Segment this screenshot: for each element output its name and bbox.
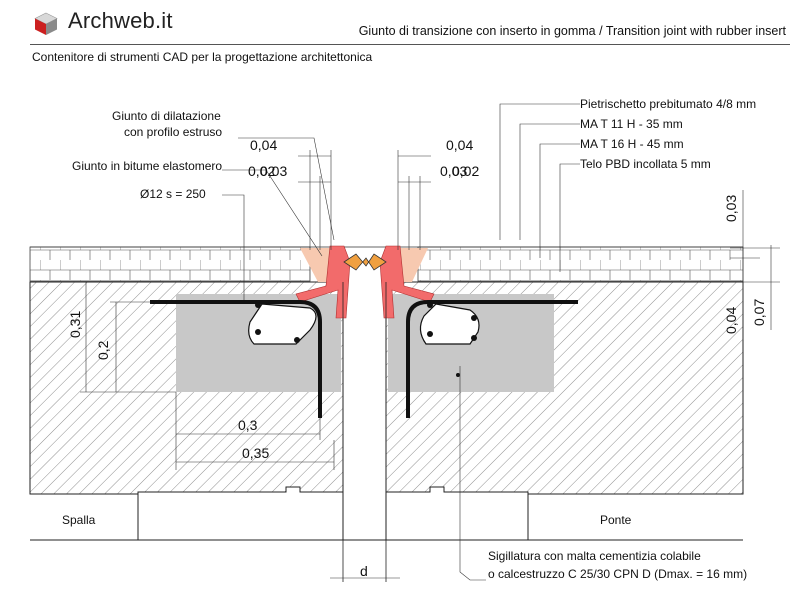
dim-left-small-a: 0,02 [248,163,275,179]
label-spalla: Spalla [62,513,96,527]
dim-left-031: 0,31 [67,311,83,338]
dim-gap-d: d [360,563,368,579]
right-rebar [406,300,578,418]
page-subtitle: Contenitore di strumenti CAD per la prog… [32,50,373,64]
header: Archweb.it Giunto di transizione con ins… [0,0,800,46]
label-sigillatura-1: Sigillatura con malta cementizia colabil… [488,549,701,563]
right-vertical-dimension-lines [730,190,780,340]
right-bar-1 [427,302,433,308]
left-rebar [150,300,322,418]
dim-right-007: 0,07 [751,299,767,326]
label-telo: Telo PBD incollata 5 mm [580,157,711,171]
right-bar-4 [427,331,433,337]
dim-right-small-a: 0,03 [440,163,467,179]
left-bar-1 [255,302,261,308]
logo-text[interactable]: Archweb.it [68,8,173,33]
right-bitumen-joint [395,248,428,282]
right-bottom-recess [385,486,529,541]
left-bottom-recess [137,486,344,541]
label-sigillatura-2: o calcestruzzo C 25/30 CPN D (Dmax. = 16… [488,567,747,581]
label-pietrischetto: Pietrischetto prebitumato 4/8 mm [580,97,756,111]
right-bar-5 [456,373,460,377]
left-top-dimension-lines [298,150,332,250]
left-bitumen-joint [300,248,334,282]
label-giunto-bitume: Giunto in bitume elastomero [72,159,222,173]
dim-left-top: 0,04 [250,137,277,153]
left-leaders [222,137,335,300]
dim-left-small-b: 0,03 [260,163,287,179]
left-paving-layer [29,246,311,282]
left-bar-2 [255,329,261,335]
page-title: Giunto di transizione con inserto in gom… [358,24,786,38]
header-divider [30,44,790,45]
right-rubber-profile [379,245,435,319]
label-mat11: MA T 11 H - 35 mm [580,117,683,131]
right-bar-2 [471,315,477,321]
bottom-dimension-lines [175,392,400,579]
dim-right-top: 0,04 [446,137,473,153]
dim-right-small-b: 0,02 [452,163,479,179]
label-giunto-dilatazione-1: Giunto di dilatazione [112,109,221,123]
dim-bottom-03: 0,3 [238,417,258,433]
dim-right-003: 0,03 [723,195,739,222]
right-bar-3 [471,335,477,341]
right-paving-layer [417,246,744,282]
rubber-link [343,253,387,271]
right-leaders [459,103,580,581]
dim-bottom-035: 0,35 [242,445,269,461]
archweb-logo-icon [34,12,58,35]
left-vertical-dimension-lines [80,282,176,393]
label-giunto-dilatazione-2: con profilo estruso [124,125,222,139]
label-ponte: Ponte [600,513,632,527]
label-mat16: MA T 16 H - 45 mm [580,137,684,151]
label-diametro: Ø12 s = 250 [140,187,206,201]
left-stirrup [248,303,317,345]
right-stirrup [419,303,480,345]
dim-right-004: 0,04 [723,307,739,334]
dim-left-02: 0,2 [95,340,111,360]
left-bar-3 [294,337,300,343]
left-rubber-profile [295,245,351,319]
right-top-dimension-lines [397,150,431,250]
